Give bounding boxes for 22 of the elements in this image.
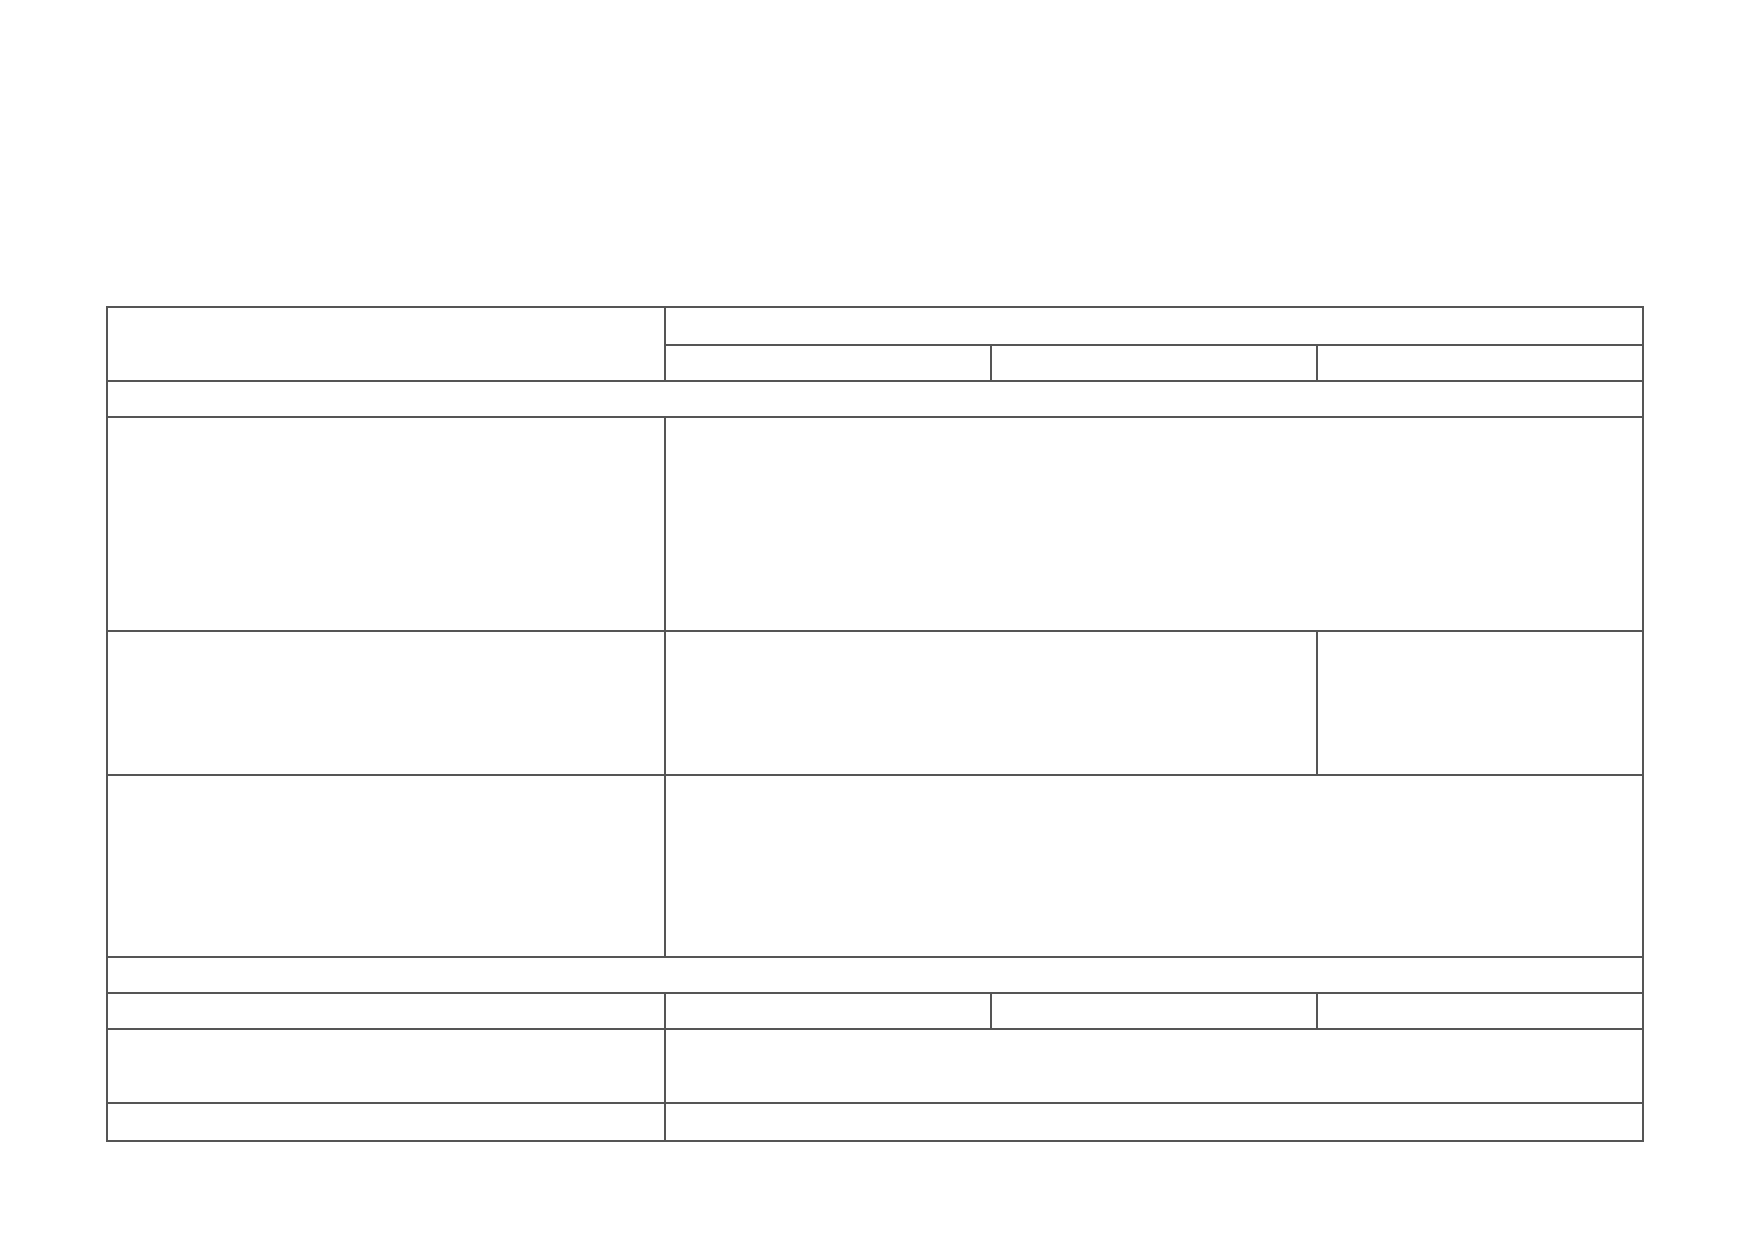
table-cell: [108, 382, 1644, 418]
table-cell: [1318, 632, 1644, 776]
table-cell: [992, 994, 1318, 1030]
table-cell: [108, 418, 666, 632]
table-cell: [666, 632, 1318, 776]
table-cell: [666, 776, 1644, 958]
table-cell: [666, 994, 992, 1030]
table-cell: [108, 776, 666, 958]
table-cell: [1318, 346, 1644, 382]
table-cell: [108, 958, 1644, 994]
table-cell: [108, 632, 666, 776]
table-cell: [666, 1030, 1644, 1104]
table-cell: [108, 994, 666, 1030]
table-cell: [108, 308, 666, 382]
table-cell: [666, 1104, 1644, 1142]
table-cell: [108, 1104, 666, 1142]
table-cell: [666, 346, 992, 382]
table-cell: [1318, 994, 1644, 1030]
table-cell: [666, 418, 1644, 632]
table-cell: [108, 1030, 666, 1104]
table-cell: [992, 346, 1318, 382]
table-cell: [666, 308, 1644, 346]
